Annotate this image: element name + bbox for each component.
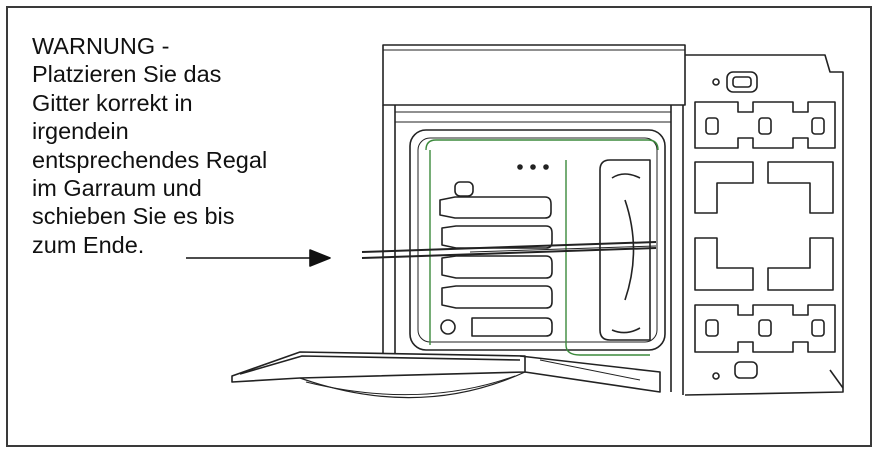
warning-line-3: Gitter korrekt in (32, 89, 193, 116)
warning-line-4: irgendein (32, 118, 129, 145)
oven-door (231, 351, 661, 399)
warning-line-6: im Garraum und (32, 175, 202, 202)
pointer-arrow (186, 249, 331, 267)
wire-rack (361, 241, 657, 259)
warning-text: WARNUNG - Platzieren Sie das Gitter korr… (32, 32, 332, 259)
side-bracket (684, 54, 844, 396)
oven-cavity (409, 129, 666, 356)
warning-line-5: entsprechendes Regal (32, 146, 268, 173)
fan-cover (599, 159, 651, 341)
warning-line-1: WARNUNG - (32, 33, 170, 59)
warning-line-8: zum Ende. (32, 231, 145, 258)
warning-line-7: schieben Sie es bis (32, 203, 235, 230)
oven-top-panel (382, 44, 686, 106)
shelf-runners (439, 181, 553, 337)
warning-line-2: Platzieren Sie das (32, 61, 222, 88)
oven-body (382, 105, 684, 395)
